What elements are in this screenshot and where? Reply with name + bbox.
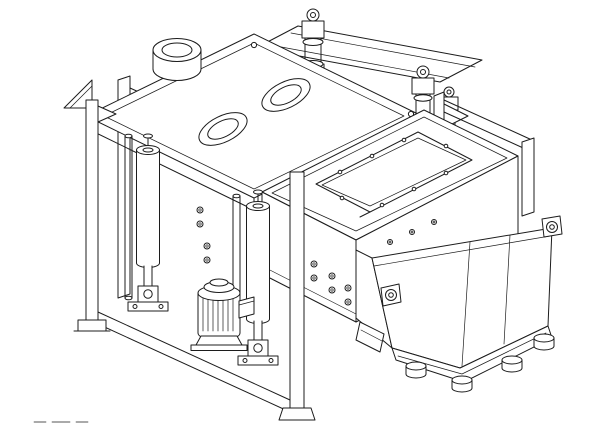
eye-lug-left: [380, 283, 402, 307]
eye-lug-icon: [306, 8, 320, 22]
hatch-screws: [337, 137, 449, 208]
motor-terminal-box: [238, 296, 255, 319]
front-frame-left: [63, 79, 117, 332]
hopper-outlet: [355, 321, 385, 353]
panel-bolts: [196, 206, 211, 264]
inspection-hatch: [315, 131, 473, 218]
discharge-hopper: [355, 215, 563, 393]
base-rail: [97, 311, 291, 413]
center-post: [278, 171, 316, 421]
inlet-spout: [152, 38, 202, 81]
lid-port-front: [198, 112, 248, 146]
screen-box: [261, 109, 519, 323]
eye-lug-icon: [443, 86, 455, 98]
lifting-cylinder-front: [127, 133, 169, 312]
eye-lug-right: [541, 215, 563, 238]
side-face-bolts: [387, 219, 437, 245]
guide-rod-front: [124, 133, 133, 301]
front-face-bolts: [310, 260, 352, 306]
drive-motor: [190, 278, 255, 351]
foot: [533, 333, 555, 351]
hopper-feet: [405, 333, 555, 393]
foot: [405, 361, 427, 379]
eye-lug-icon: [416, 65, 430, 79]
lid-port-rear: [261, 78, 311, 112]
foot: [451, 375, 473, 393]
foot: [501, 355, 523, 373]
lifting-cylinder-rear: [237, 189, 279, 366]
